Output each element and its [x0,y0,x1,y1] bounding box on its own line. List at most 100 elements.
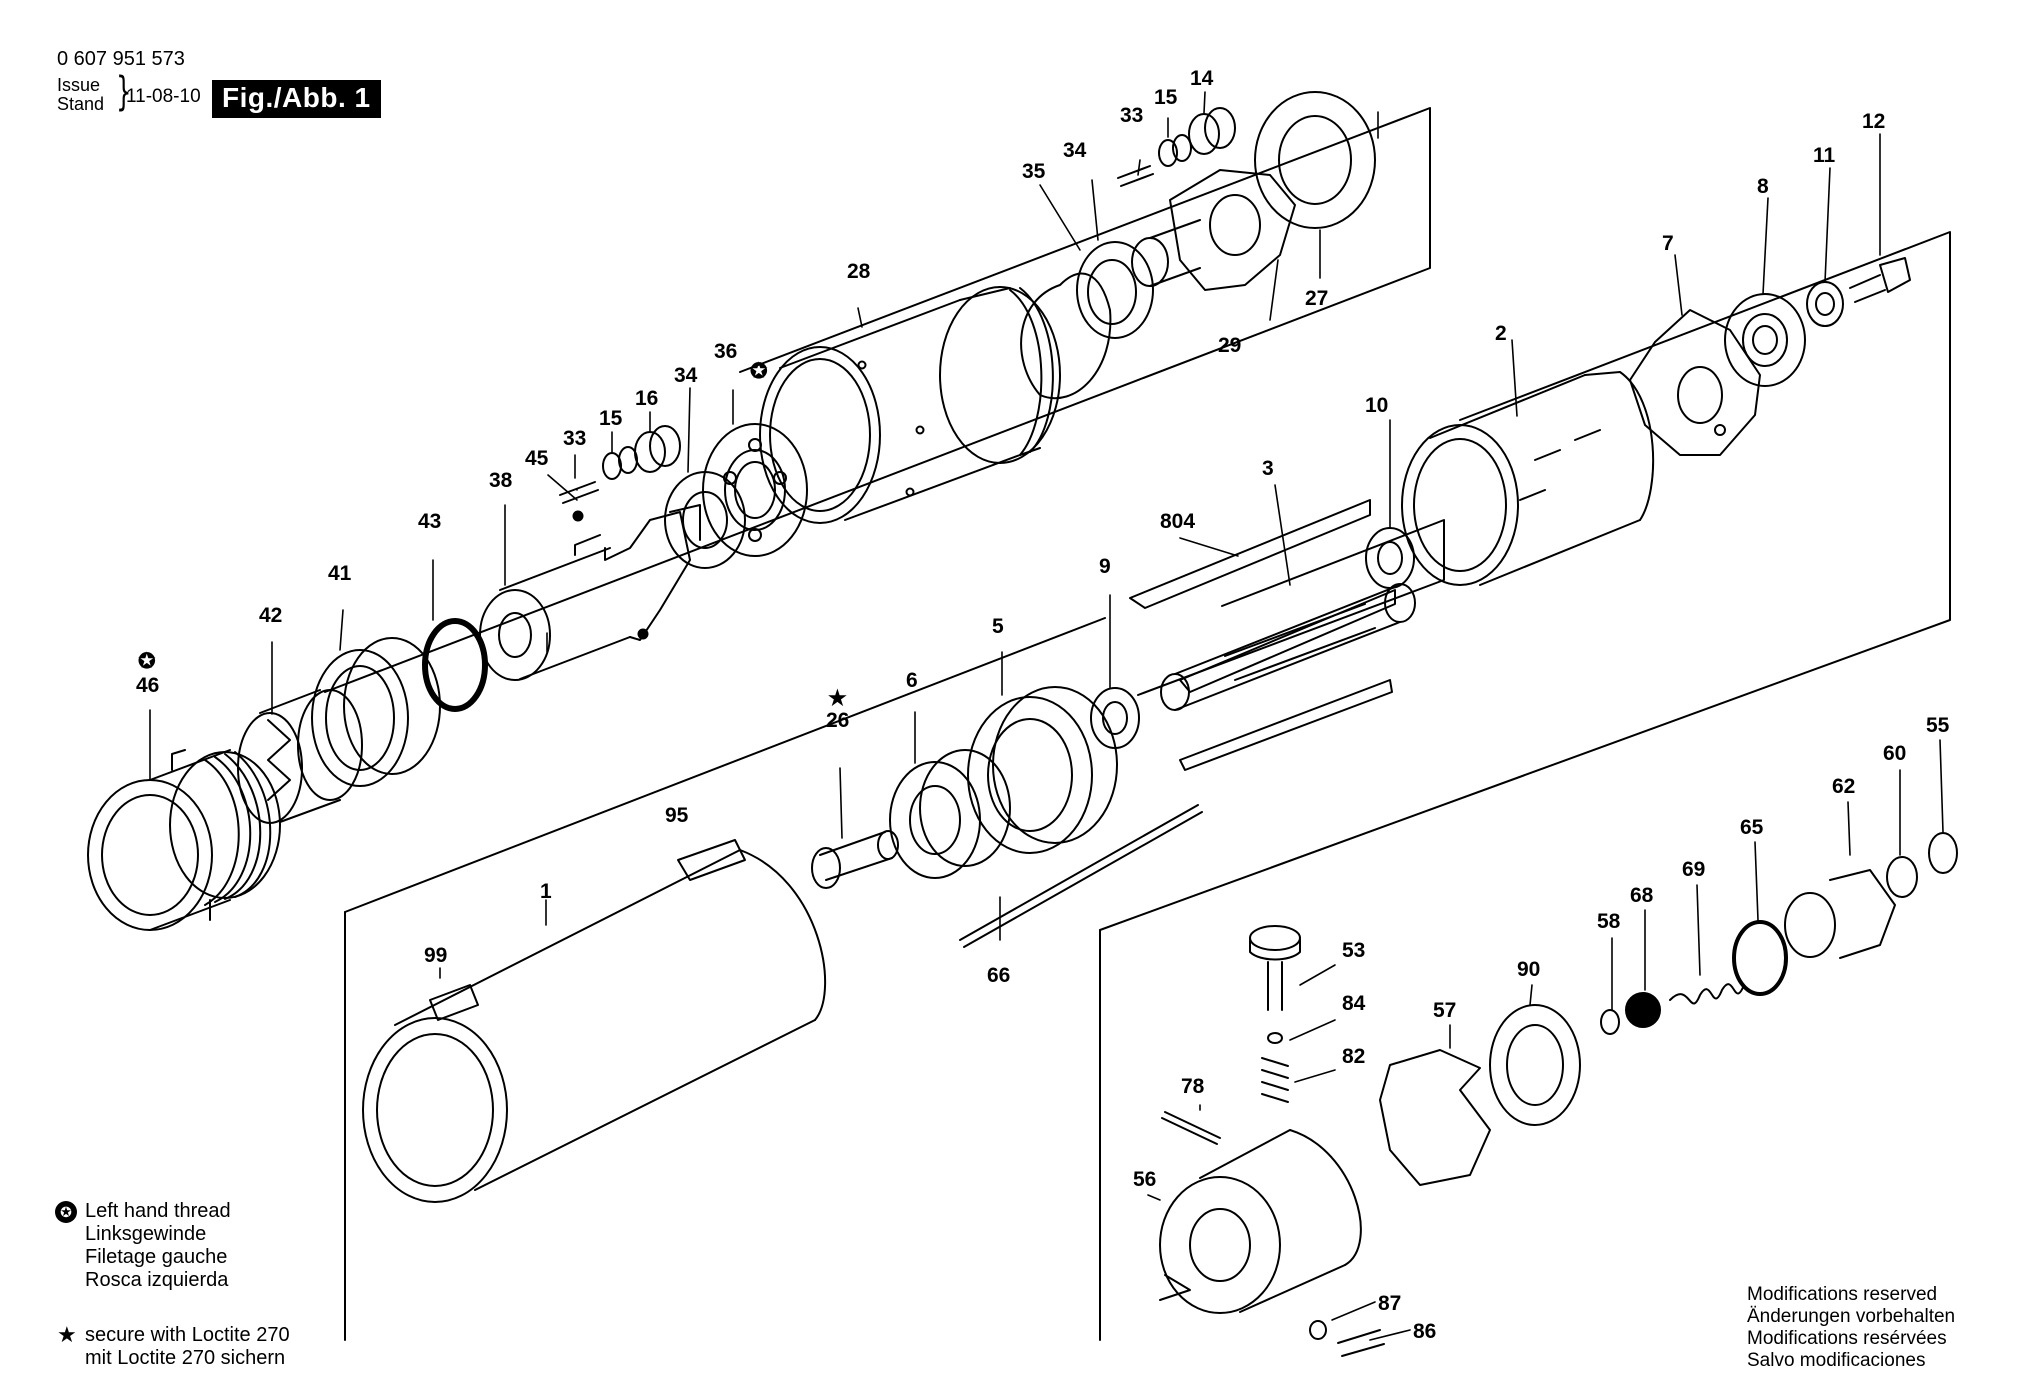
left-hand-marker-36: ✪ [750,360,768,383]
callout-58: 58 [1597,910,1621,933]
callout-62: 62 [1832,775,1855,798]
callout-66: 66 [987,964,1010,987]
issue-label-de: Stand [57,94,105,114]
part-6-bearing [889,749,1011,879]
part-43-o-ring [422,618,488,712]
part-33-pin-rear [1117,165,1154,187]
callout-86: 86 [1413,1320,1436,1343]
callout-9: 9 [1099,555,1111,578]
part-60-strainer [1886,856,1918,898]
part-7-end-plate [1629,309,1761,456]
part-45-ball-b [637,628,649,640]
callout-8: 8 [1757,175,1769,198]
callout-26: 26 [826,709,849,732]
issue-label-en: Issue [57,75,101,95]
callout-15-front: 15 [599,407,623,430]
callout-6: 6 [906,669,918,692]
callout-42: 42 [259,604,282,627]
part-29-planet-carrier [1131,169,1296,291]
part-15-bearing-front [602,446,638,480]
callout-29: 29 [1218,334,1241,357]
callout-68: 68 [1630,884,1654,907]
leader-lines [149,91,1944,1341]
part-1-housing [362,849,827,1203]
callout-43: 43 [418,510,441,533]
group-outline-base [344,617,1106,913]
part-9-bearing [1090,687,1140,749]
callout-33-rear: 33 [1120,104,1143,127]
part-90-gasket [1489,1004,1581,1126]
part-28-gear-housing [759,286,1061,524]
part-14-gear-rear [1188,107,1236,155]
callout-60: 60 [1883,742,1906,765]
callout-3: 3 [1262,457,1274,480]
callout-804: 804 [1160,510,1195,533]
legend-lh-line-de: Linksgewinde [85,1223,207,1245]
callout-34-front: 34 [674,364,698,387]
star-marker-26: ★ [828,687,847,710]
callout-1: 1 [540,880,552,903]
issue-brace: } [116,69,132,115]
callout-69: 69 [1682,858,1705,881]
group-outline-upper [324,107,1431,693]
callout-10: 10 [1365,394,1388,417]
part-45-ball-a [572,510,584,522]
part-58-o-ring [1600,1009,1620,1035]
left-hand-marker-46: ✪ [138,650,156,673]
part-15-bearing-rear [1158,134,1192,167]
part-82-spring [1261,1057,1289,1103]
modifications-line-de: Änderungen vorbehalten [1747,1306,1956,1327]
part-38-spindle [479,504,701,681]
part-68-ball [1625,992,1661,1028]
left-hand-thread-icon: ✪ [55,1201,77,1223]
callout-46: 46 [136,674,159,697]
legend-loctite-line-de: mit Loctite 270 sichern [85,1347,286,1369]
part-78-pin [1161,1111,1221,1145]
callout-78: 78 [1181,1075,1205,1098]
callout-34-rear: 34 [1063,139,1087,162]
callout-16: 16 [635,387,658,410]
callout-36: 36 [714,340,737,363]
legend-loctite-line-en: secure with Loctite 270 [85,1324,290,1346]
part-27-washer [1254,91,1376,229]
group-outline-lower [1099,231,1951,931]
part-42-needle-bearing [237,689,363,824]
callout-27: 27 [1305,287,1328,310]
part-86-screw [1337,1329,1385,1357]
callout-95: 95 [665,804,689,827]
figure-label: Fig./Abb. 1 [212,80,381,118]
part-11-washer [1806,281,1844,327]
legend-lh-line-fr: Filetage gauche [85,1246,228,1268]
callout-38: 38 [489,469,513,492]
part-95-label-band [677,839,746,881]
part-35-retaining-ring [1020,272,1112,400]
part-46-front-cap [87,749,281,931]
legend-lh-line-en: Left hand thread [85,1200,231,1222]
part-62-plug [1784,869,1896,959]
callout-45: 45 [525,447,549,470]
callout-7: 7 [1662,232,1674,255]
part-3-rotor [1160,583,1416,711]
callout-12: 12 [1862,110,1885,133]
part-16-gear-front [634,425,681,473]
part-57-valve-insert [1379,1049,1491,1186]
callout-53: 53 [1342,939,1365,962]
part-56-valve-housing [1159,1129,1362,1314]
callout-57: 57 [1433,999,1456,1022]
legend-loctite: ★ secure with Loctite 270 mit Loctite 27… [55,1323,290,1370]
callout-41: 41 [328,562,352,585]
part-2-cylinder [1401,371,1655,586]
callout-15-rear: 15 [1154,86,1178,109]
part-69-spring [1669,983,1745,1005]
callout-84: 84 [1342,992,1366,1015]
part-8-bearing [1724,293,1806,387]
callout-65: 65 [1740,816,1764,839]
part-804-vanes [1129,499,1396,771]
part-99-label-band [429,984,479,1021]
part-26-pinion [811,830,899,889]
part-36-ball-bearing [702,423,808,557]
part-66-rod [959,804,1203,948]
callout-90: 90 [1517,958,1540,981]
part-34-washer-front [664,471,746,569]
part-34-washer-rear [1076,241,1154,339]
